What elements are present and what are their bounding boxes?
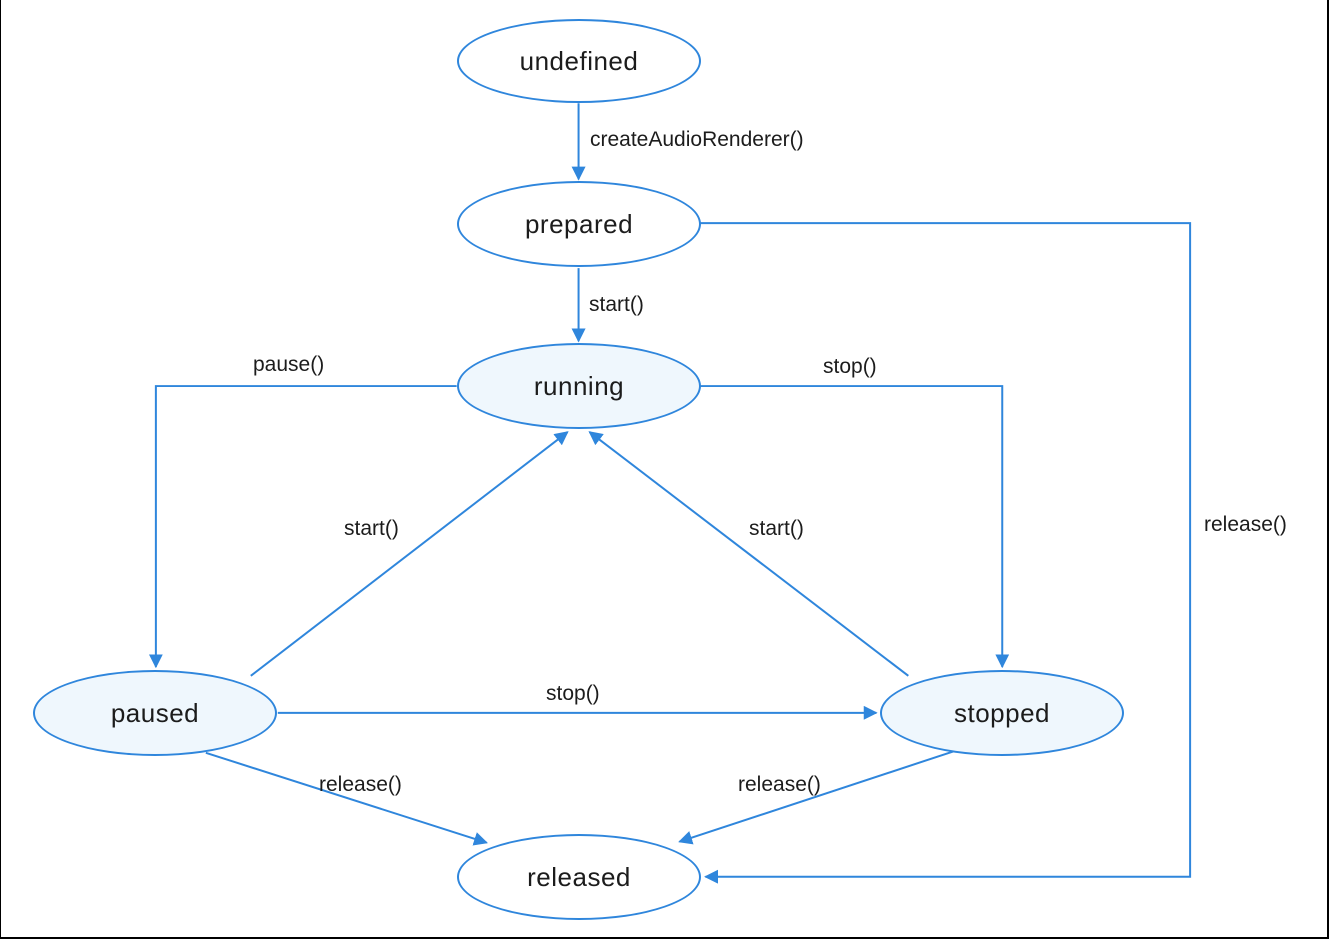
edge-prepared-to-released	[700, 222, 1192, 884]
state-undefined-label: undefined	[519, 45, 639, 76]
label-stop-from-paused: stop()	[546, 682, 600, 705]
label-release-from-paused: release()	[319, 773, 402, 796]
state-running: running	[457, 343, 701, 429]
state-undefined: undefined	[457, 19, 701, 103]
state-stopped: stopped	[880, 670, 1124, 756]
label-start-from-paused: start()	[344, 517, 399, 540]
label-release-from-stopped: release()	[738, 773, 821, 796]
edge-paused-to-released	[205, 751, 488, 846]
edge-paused-to-running	[250, 431, 569, 677]
edge-stopped-to-released	[678, 749, 956, 845]
edge-running-to-paused	[148, 385, 457, 669]
state-released: released	[457, 834, 701, 920]
label-start-from-stopped: start()	[749, 517, 804, 540]
state-stopped-label: stopped	[953, 697, 1051, 728]
label-start-from-prepared: start()	[589, 293, 644, 316]
label-create-audio-renderer: createAudioRenderer()	[590, 128, 804, 151]
label-release-from-prepared: release()	[1204, 513, 1287, 536]
label-stop-from-running: stop()	[823, 355, 877, 378]
state-paused: paused	[33, 670, 277, 756]
state-paused-label: paused	[110, 697, 200, 728]
label-pause: pause()	[253, 353, 325, 376]
state-running-label: running	[533, 370, 625, 401]
edge-running-to-stopped	[700, 385, 1010, 669]
state-released-label: released	[527, 861, 631, 892]
state-prepared: prepared	[457, 181, 701, 267]
state-prepared-label: prepared	[524, 208, 634, 239]
edge-stopped-to-running	[588, 431, 909, 677]
